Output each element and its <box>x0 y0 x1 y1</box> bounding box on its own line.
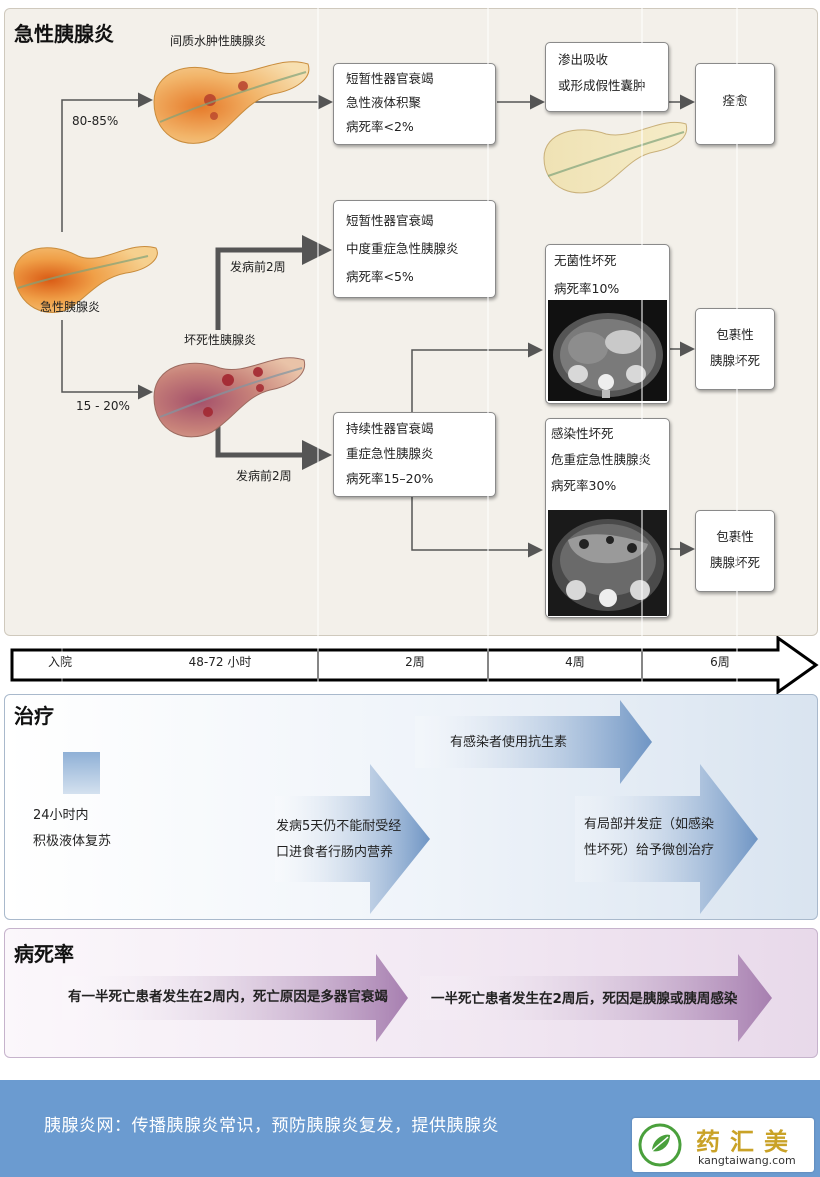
absorb-line-1: 渗出吸收 <box>558 52 609 67</box>
necrotizing-pancreas-illustration <box>153 357 306 438</box>
treatment-section-title: 治疗 <box>14 704 54 728</box>
severe-line-3: 病死率15–20% <box>346 471 434 486</box>
mortality-arrows <box>62 954 772 1042</box>
severe-line-2: 重症急性胰腺炎 <box>346 446 434 461</box>
infected-line-2: 危重症急性胰腺炎 <box>551 452 652 467</box>
walled2-line-2: 胰腺坏死 <box>709 555 760 570</box>
mi-line-2: 性坏死）给予微创治疗 <box>584 843 715 858</box>
infected-line-3: 病死率30% <box>551 478 617 493</box>
heal-text: 痊愈 <box>722 93 748 108</box>
timeline-48-72h: 48-72 小时 <box>188 655 252 669</box>
walled-necrosis-box-2: 包裹性 胰腺坏死 <box>695 510 775 592</box>
heal-box: 痊愈 <box>695 63 775 145</box>
line-necrotizing-to-moderate <box>215 235 332 330</box>
logo-name: 药汇美 <box>696 1127 798 1156</box>
mi-line-1: 有局部并发症（如感染 <box>584 817 715 832</box>
sterile-ct-image <box>548 300 667 401</box>
line-severe-to-infected <box>411 497 543 558</box>
absorb-line-2: 或形成假性囊肿 <box>558 78 646 93</box>
mild-line-3: 病死率<2% <box>346 119 414 134</box>
walled1-line-1: 包裹性 <box>716 327 754 342</box>
line-to-interstitial <box>61 92 153 232</box>
mortality-section-title: 病死率 <box>14 942 74 966</box>
footer-text: 胰腺炎网：传播胰腺炎常识，预防胰腺炎复发，提供胰腺炎 <box>44 1116 499 1136</box>
line-necrotizing-to-severe <box>215 420 332 470</box>
moderate-line-3: 病死率<5% <box>346 269 414 284</box>
enteral-arrow <box>275 764 430 914</box>
absorb-box: 渗出吸收 或形成假性囊肿 <box>545 42 669 112</box>
timeline-4w: 4周 <box>565 655 585 669</box>
moderate-line-1: 短暂性器官衰竭 <box>346 213 434 228</box>
late-mortality-arrow <box>420 954 772 1042</box>
necrotizing-label: 坏死性胰腺炎 <box>184 333 257 347</box>
enteral-line-2: 口进食者行肠内营养 <box>276 845 394 860</box>
fluid-line-2: 积极液体复苏 <box>33 834 112 849</box>
early-mortality-text: 有一半死亡患者发生在2周内，死亡原因是多器官衰竭 <box>68 989 388 1005</box>
enteral-text: 发病5天仍不能耐受经 口进食者行肠内营养 <box>276 814 401 866</box>
infected-ct-image <box>548 510 667 616</box>
walled2-line-1: 包裹性 <box>716 529 754 544</box>
severe-box: 持续性器官衰竭 重症急性胰腺炎 病死率15–20% <box>333 412 496 497</box>
timeline-admission: 入院 <box>47 655 72 669</box>
walled1-line-2: 胰腺坏死 <box>709 353 760 368</box>
treatment-arrows <box>63 700 758 914</box>
late-mortality-text: 一半死亡患者发生在2周后，死因是胰腺或胰周感染 <box>431 991 738 1007</box>
line-severe-to-sterile <box>411 342 543 413</box>
fluid-bar <box>63 752 100 794</box>
pct-low: 15 - 20% <box>76 399 130 413</box>
acute-section-title: 急性胰腺炎 <box>14 22 114 46</box>
mild-line-2: 急性液体积聚 <box>346 95 422 110</box>
fluid-line-1: 24小时内 <box>33 808 89 823</box>
sterile-line-2: 病死率10% <box>554 281 620 296</box>
logo-url: kangtaiwang.com <box>698 1154 796 1167</box>
interstitial-label: 间质水肿性胰腺炎 <box>170 34 267 48</box>
healed-pancreas-illustration <box>543 121 688 194</box>
mild-outcome-box: 短暂性器官衰竭 急性液体积聚 病死率<2% <box>333 63 496 145</box>
mild-line-1: 短暂性器官衰竭 <box>346 71 434 86</box>
fluid-text: 24小时内 积极液体复苏 <box>33 803 111 855</box>
acute-center-label: 急性胰腺炎 <box>40 300 101 314</box>
onset-before-2w-upper: 发病前2周 <box>230 260 286 274</box>
line-to-necrotizing <box>61 320 153 400</box>
onset-before-2w-lower: 发病前2周 <box>236 469 292 483</box>
pct-high: 80-85% <box>72 114 119 128</box>
site-logo[interactable]: 药汇美 kangtaiwang.com <box>632 1118 814 1172</box>
sterile-line-1: 无菌性坏死 <box>554 253 617 268</box>
walled-necrosis-box-1: 包裹性 胰腺坏死 <box>695 308 775 390</box>
timeline-6w: 6周 <box>710 655 730 669</box>
interstitial-pancreas-illustration <box>153 61 310 144</box>
leaf-icon <box>638 1123 682 1167</box>
acute-pancreas-illustration <box>13 246 158 313</box>
moderate-box: 短暂性器官衰竭 中度重症急性胰腺炎 病死率<5% <box>333 200 496 298</box>
antibiotics-text: 有感染者使用抗生素 <box>450 735 568 750</box>
moderate-line-2: 中度重症急性胰腺炎 <box>346 241 459 256</box>
timeline-2w: 2周 <box>405 655 425 669</box>
antibiotics-arrow <box>415 700 652 784</box>
early-mortality-arrow <box>62 954 408 1042</box>
severe-line-1: 持续性器官衰竭 <box>346 421 434 436</box>
infected-line-1: 感染性坏死 <box>551 426 614 441</box>
minimally-invasive-text: 有局部并发症（如感染 性坏死）给予微创治疗 <box>584 812 714 864</box>
enteral-line-1: 发病5天仍不能耐受经 <box>276 819 402 834</box>
minimally-invasive-arrow <box>575 764 758 914</box>
